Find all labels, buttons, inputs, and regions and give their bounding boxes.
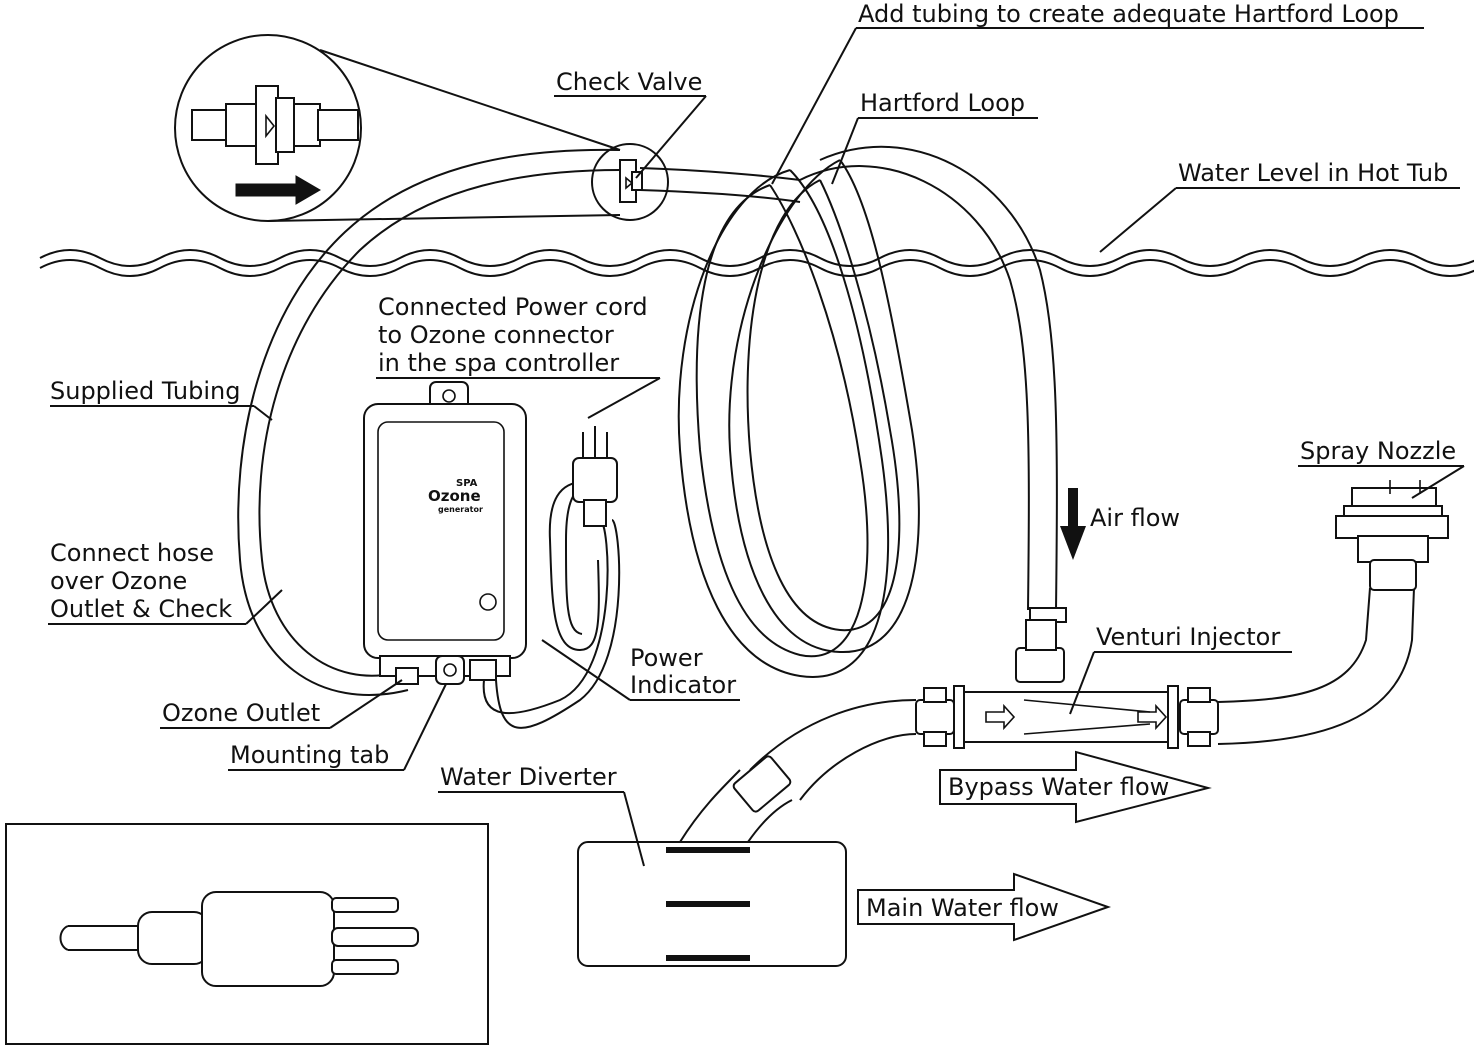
diverter-hose [679, 699, 917, 843]
device-logo-ozone: Ozone [428, 487, 481, 505]
label-ozone-outlet: Ozone Outlet [162, 699, 320, 727]
label-connect-hose-line2: over Ozone [50, 567, 187, 595]
label-main-water-flow: Main Water flow [866, 894, 1059, 922]
water-diverter-icon [577, 841, 847, 967]
label-check-valve: Check Valve [556, 68, 702, 96]
ozone-generator-icon [363, 381, 527, 685]
label-power-cord-line1: Connected Power cord [378, 293, 648, 321]
bypass-flow-arrow [939, 750, 1212, 824]
label-connect-hose-line3: Outlet & Check [50, 595, 232, 623]
label-hartford-loop: Hartford Loop [860, 89, 1025, 117]
flow-direction-arrow-icon [235, 175, 321, 205]
leader-lines [48, 27, 1465, 867]
check-valve-zoom [174, 34, 621, 222]
label-water-diverter: Water Diverter [440, 763, 617, 791]
label-add-tubing: Add tubing to create adequate Hartford L… [858, 0, 1399, 28]
spray-nozzle-icon [1335, 480, 1449, 591]
label-venturi-injector: Venturi Injector [1096, 623, 1280, 651]
power-plug-icon [482, 426, 621, 729]
air-flow-arrow [1060, 488, 1086, 560]
venturi-injector-icon [915, 587, 1415, 749]
label-mounting-tab: Mounting tab [230, 741, 389, 769]
check-valve-icon [591, 143, 669, 221]
device-logo-spa: SPA [456, 478, 478, 489]
label-power-cord-line2: to Ozone connector [378, 321, 614, 349]
supplied-tubing [237, 148, 801, 696]
main-flow-arrow [857, 872, 1112, 942]
device-logo-generator: generator [438, 505, 483, 514]
label-power-indicator-line2: Indicator [630, 671, 736, 699]
plug-detail-inset [5, 823, 489, 1045]
label-spray-nozzle: Spray Nozzle [1300, 437, 1456, 465]
label-bypass-water-flow: Bypass Water flow [948, 773, 1169, 801]
label-air-flow: Air flow [1090, 504, 1180, 532]
label-power-indicator-line1: Power [630, 644, 703, 672]
hartford-loop-tubing [677, 145, 1058, 678]
label-water-level: Water Level in Hot Tub [1178, 159, 1448, 187]
label-connect-hose-line1: Connect hose [50, 539, 214, 567]
power-indicator-light [479, 593, 497, 611]
label-power-cord-line3: in the spa controller [378, 349, 619, 377]
label-supplied-tubing: Supplied Tubing [50, 377, 240, 405]
